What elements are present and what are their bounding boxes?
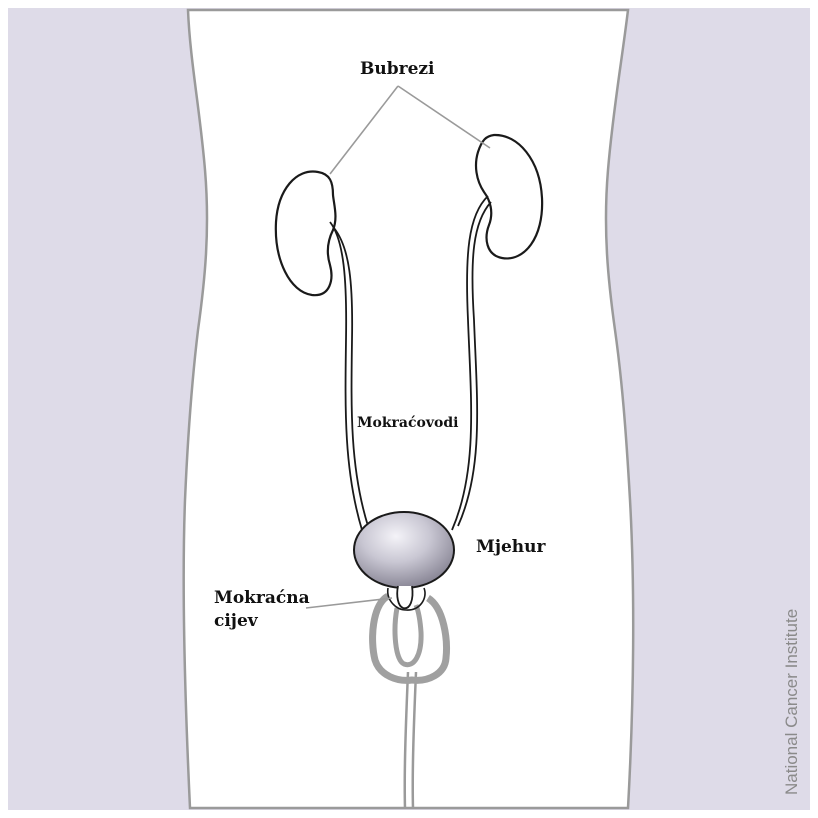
right-ureter-inner: [457, 201, 492, 527]
left-kidney: [274, 170, 337, 297]
kidneys-leader-right: [397, 85, 491, 149]
label-ureters: Mokraćovodi: [357, 415, 458, 431]
left-ureter-inner: [333, 227, 369, 527]
label-urethra-line1: Mokraćna: [214, 588, 310, 608]
leg-divider: [403, 671, 410, 809]
leg-divider-inner: [411, 671, 418, 809]
urethra-leader: [305, 597, 393, 609]
left-ureter-outer: [329, 221, 363, 531]
right-ureter-outer: [451, 195, 489, 531]
kidneys-leader-left: [329, 85, 399, 175]
bladder: [353, 511, 455, 589]
label-kidneys: Bubrezi: [360, 59, 435, 79]
label-urethra-line2: cijev: [214, 611, 259, 631]
credit-text: National Cancer Institute: [782, 609, 801, 795]
penis-outline: [392, 604, 424, 668]
genitalia-outline: [369, 592, 450, 684]
label-bladder: Mjehur: [476, 537, 547, 557]
urethra: [396, 585, 414, 610]
right-kidney: [474, 133, 544, 260]
